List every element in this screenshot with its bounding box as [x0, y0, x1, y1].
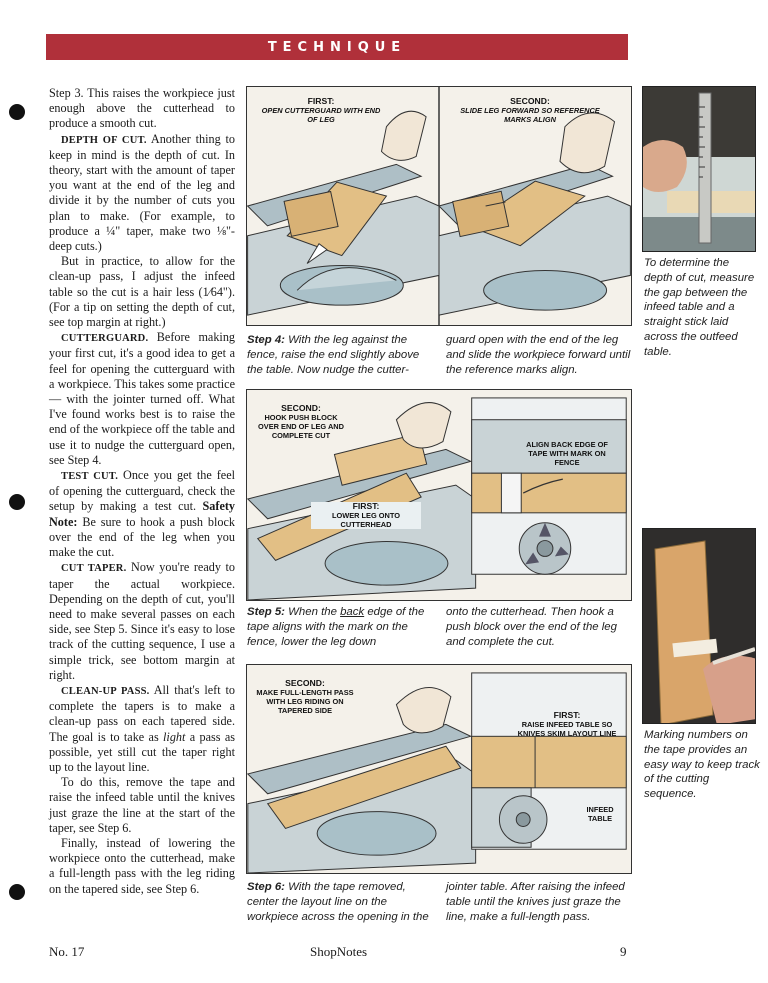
- step4-second-label: SECOND: SLIDE LEG FORWARD SO REFERENCE M…: [455, 96, 605, 125]
- punch-hole: [9, 884, 25, 900]
- caption-step-label: Step 6:: [247, 881, 285, 893]
- step6-jointer-drawing: [247, 672, 627, 873]
- paragraph-text: Before making your first cut, it's a goo…: [49, 330, 236, 467]
- step5-second-label: SECOND: HOOK PUSH BLOCK OVER END OF LEG …: [255, 403, 347, 441]
- caption-step-label: Step 4:: [247, 334, 285, 346]
- paragraph-text: Be sure to hook a push block over the en…: [49, 514, 236, 560]
- run-in-head: CUTTERGUARD.: [61, 333, 149, 345]
- label-heading: SECOND:: [285, 678, 325, 688]
- step4-first-label: FIRST: OPEN CUTTERGUARD WITH END OF LEG: [261, 96, 381, 125]
- label-text: HOOK PUSH BLOCK OVER END OF LEG AND COMP…: [258, 413, 344, 440]
- punch-hole: [9, 494, 25, 510]
- paragraph: Finally, instead of lowering the workpie…: [49, 836, 235, 897]
- step4-caption-col1: Step 4: With the leg against the fence, …: [247, 333, 437, 377]
- issue-number: No. 17: [49, 944, 85, 959]
- step4-caption-col2: guard open with the end of the leg and s…: [446, 333, 632, 377]
- paragraph: CUTTERGUARD. Before making your first cu…: [49, 330, 235, 468]
- paragraph-text: a pass as possible, yet still cut the ta…: [49, 729, 235, 774]
- depth-gauge-caption: To determine the depth of cut, measure t…: [644, 257, 755, 358]
- run-in-head: TEST CUT.: [61, 471, 119, 483]
- magazine-name: ShopNotes: [310, 944, 368, 959]
- step5-jointer-drawing: [247, 397, 627, 600]
- paragraph-text: Finally, instead of lowering the workpie…: [49, 835, 235, 896]
- step6-second-label: SECOND: MAKE FULL-LENGTH PASS WITH LEG R…: [255, 678, 355, 716]
- caption-step-label: Step 5:: [247, 606, 285, 618]
- label-text: OPEN CUTTERGUARD WITH END OF LEG: [261, 106, 381, 124]
- step5-first-label: FIRST: LOWER LEG ONTO CUTTERHEAD: [311, 502, 421, 529]
- safety-note-label: Safety Note:: [49, 499, 236, 529]
- label-text: LOWER LEG ONTO CUTTERHEAD: [331, 511, 401, 529]
- paragraph-text: To do this, remove the tape and raise th…: [49, 775, 235, 835]
- paragraph: CUT TAPER. Now you're ready to taper the…: [49, 560, 235, 683]
- step6-caption-col2: jointer table. After raising the infeed …: [446, 880, 632, 924]
- tape-marking-photo: [642, 528, 756, 724]
- caption-text: onto the cutterhead. Then hook a push bl…: [446, 606, 617, 648]
- caption-text: jointer table. After raising the infeed …: [446, 881, 625, 923]
- paragraph-text: Now you're ready to taper the actual wor…: [49, 560, 236, 682]
- punch-hole: [9, 104, 25, 120]
- step4-illustration: FIRST: OPEN CUTTERGUARD WITH END OF LEG …: [246, 86, 632, 326]
- section-banner: TECHNIQUE: [46, 34, 628, 60]
- run-in-head: CUT TAPER.: [61, 563, 127, 575]
- paragraph-text: Another thing to keep in mind is the dep…: [49, 131, 235, 254]
- run-in-head: CLEAN-UP PASS.: [61, 685, 150, 697]
- step6-infeed-label: INFEED TABLE: [577, 805, 623, 823]
- emphasis-text: light: [163, 729, 186, 744]
- label-text: INFEED TABLE: [586, 805, 614, 823]
- paragraph: To do this, remove the tape and raise th…: [49, 775, 235, 836]
- label-heading: SECOND:: [281, 403, 321, 413]
- paragraph: TEST CUT. Once you get the feel of openi…: [49, 468, 235, 560]
- paragraph-text: All that's left to complete the tapers i…: [49, 682, 235, 744]
- step6-illustration: SECOND: MAKE FULL-LENGTH PASS WITH LEG R…: [246, 664, 632, 874]
- tape-marking-caption: Marking numbers on the tape provides an …: [644, 729, 760, 801]
- caption-underlined-word: back: [340, 606, 365, 618]
- paragraph: CLEAN-UP PASS. All that's left to comple…: [49, 683, 235, 775]
- step6-first-label: FIRST: RAISE INFEED TABLE SO KNIVES SKIM…: [515, 710, 619, 739]
- label-heading: SECOND:: [510, 96, 550, 106]
- caption-text: edge of the tape aligns with the mark on…: [247, 606, 425, 648]
- step5-caption-col2: onto the cutterhead. Then hook a push bl…: [446, 605, 632, 649]
- paragraph-text: Step 3. This raises the workpiece just e…: [49, 86, 235, 131]
- banner-title: TECHNIQUE: [267, 39, 407, 55]
- body-text-column: Step 3. This raises the workpiece just e…: [49, 86, 235, 897]
- step5-detail-label: ALIGN BACK EDGE OF TAPE WITH MARK ON FEN…: [517, 440, 617, 467]
- label-text: SLIDE LEG FORWARD SO REFERENCE MARKS ALI…: [460, 106, 600, 124]
- label-text: ALIGN BACK EDGE OF TAPE WITH MARK ON FEN…: [526, 440, 608, 467]
- label-heading: FIRST:: [352, 501, 380, 511]
- caption-text: When the: [288, 606, 337, 618]
- step4-jointer-drawing: [247, 87, 631, 325]
- label-heading: FIRST:: [307, 96, 335, 106]
- paragraph-text: But in practice, to allow for the clean-…: [49, 254, 235, 330]
- step6-caption-col1: Step 6: With the tape removed, center th…: [247, 880, 437, 924]
- run-in-head: DEPTH OF CUT.: [61, 134, 147, 146]
- label-heading: FIRST:: [553, 710, 581, 720]
- caption-text: guard open with the end of the leg and s…: [446, 334, 631, 376]
- page-number: 9: [620, 944, 627, 959]
- paragraph-text: Once you get the feel of opening the cut…: [49, 468, 235, 514]
- paragraph: Step 3. This raises the workpiece just e…: [49, 86, 235, 132]
- label-text: MAKE FULL-LENGTH PASS WITH LEG RIDING ON…: [256, 688, 354, 715]
- label-text: RAISE INFEED TABLE SO KNIVES SKIM LAYOUT…: [517, 720, 617, 738]
- step5-illustration: SECOND: HOOK PUSH BLOCK OVER END OF LEG …: [246, 389, 632, 601]
- leg-tape-photo-image: [643, 529, 755, 723]
- paragraph: But in practice, to allow for the clean-…: [49, 254, 235, 330]
- step5-caption-col1: Step 5: When the back edge of the tape a…: [247, 605, 437, 649]
- paragraph: DEPTH OF CUT. Another thing to keep in m…: [49, 132, 235, 255]
- caption-text: With the tape removed, center the layout…: [247, 881, 429, 923]
- caption-text: With the leg against the fence, raise th…: [247, 334, 420, 376]
- depth-gauge-photo: [642, 86, 756, 252]
- ruler-photo-image: [643, 87, 755, 251]
